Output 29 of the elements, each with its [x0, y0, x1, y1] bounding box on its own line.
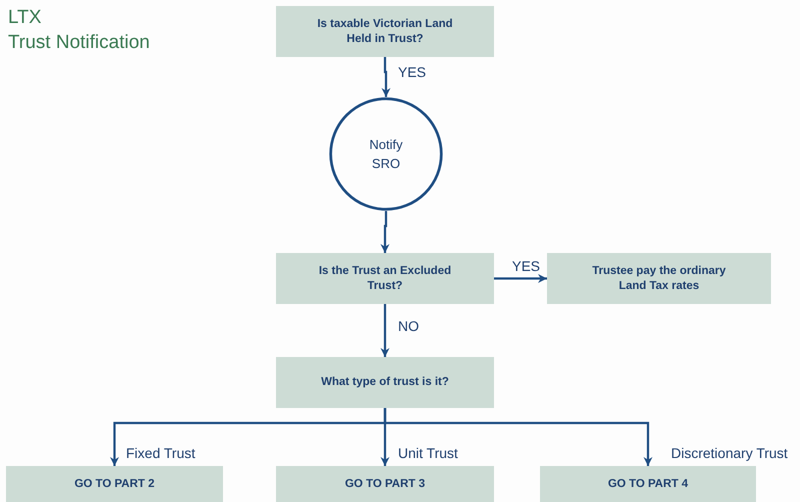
process-box — [276, 466, 494, 502]
node-text: Is taxable Victorian Land Held in Trust? — [316, 16, 454, 46]
node-text: GO TO PART 2 — [74, 476, 155, 492]
arrow — [494, 274, 547, 283]
process-box — [6, 466, 223, 502]
arrow — [380, 304, 390, 357]
edge-label: YES — [511, 258, 542, 274]
node-text: GO TO PART 3 — [344, 476, 426, 492]
node-text: Is the Trust an Excluded Trust? — [318, 264, 452, 294]
edge-label: YES — [397, 64, 428, 80]
process-box — [547, 253, 771, 304]
edge-label: NO — [397, 318, 420, 334]
edge-label: Fixed Trust — [125, 445, 196, 461]
node-text: GO TO PART 4 — [608, 476, 688, 492]
arrow — [384, 408, 652, 466]
node-text: Notify SRO — [368, 136, 404, 173]
node-text: Trustee pay the ordinary Land Tax rates — [591, 264, 727, 294]
process-box — [276, 6, 494, 57]
edge-label: Discretionary Trust — [670, 445, 789, 461]
process-circle — [329, 97, 443, 211]
arrow — [382, 57, 390, 97]
arrow — [380, 211, 390, 253]
process-box — [276, 357, 494, 408]
diagram-subtitle: Trust Notification — [8, 31, 150, 55]
process-box — [276, 253, 494, 304]
process-box — [540, 466, 756, 502]
diagram-title: LTX — [8, 6, 42, 30]
node-text: What type of trust is it? — [321, 375, 449, 390]
edge-label: Unit Trust — [397, 445, 459, 461]
